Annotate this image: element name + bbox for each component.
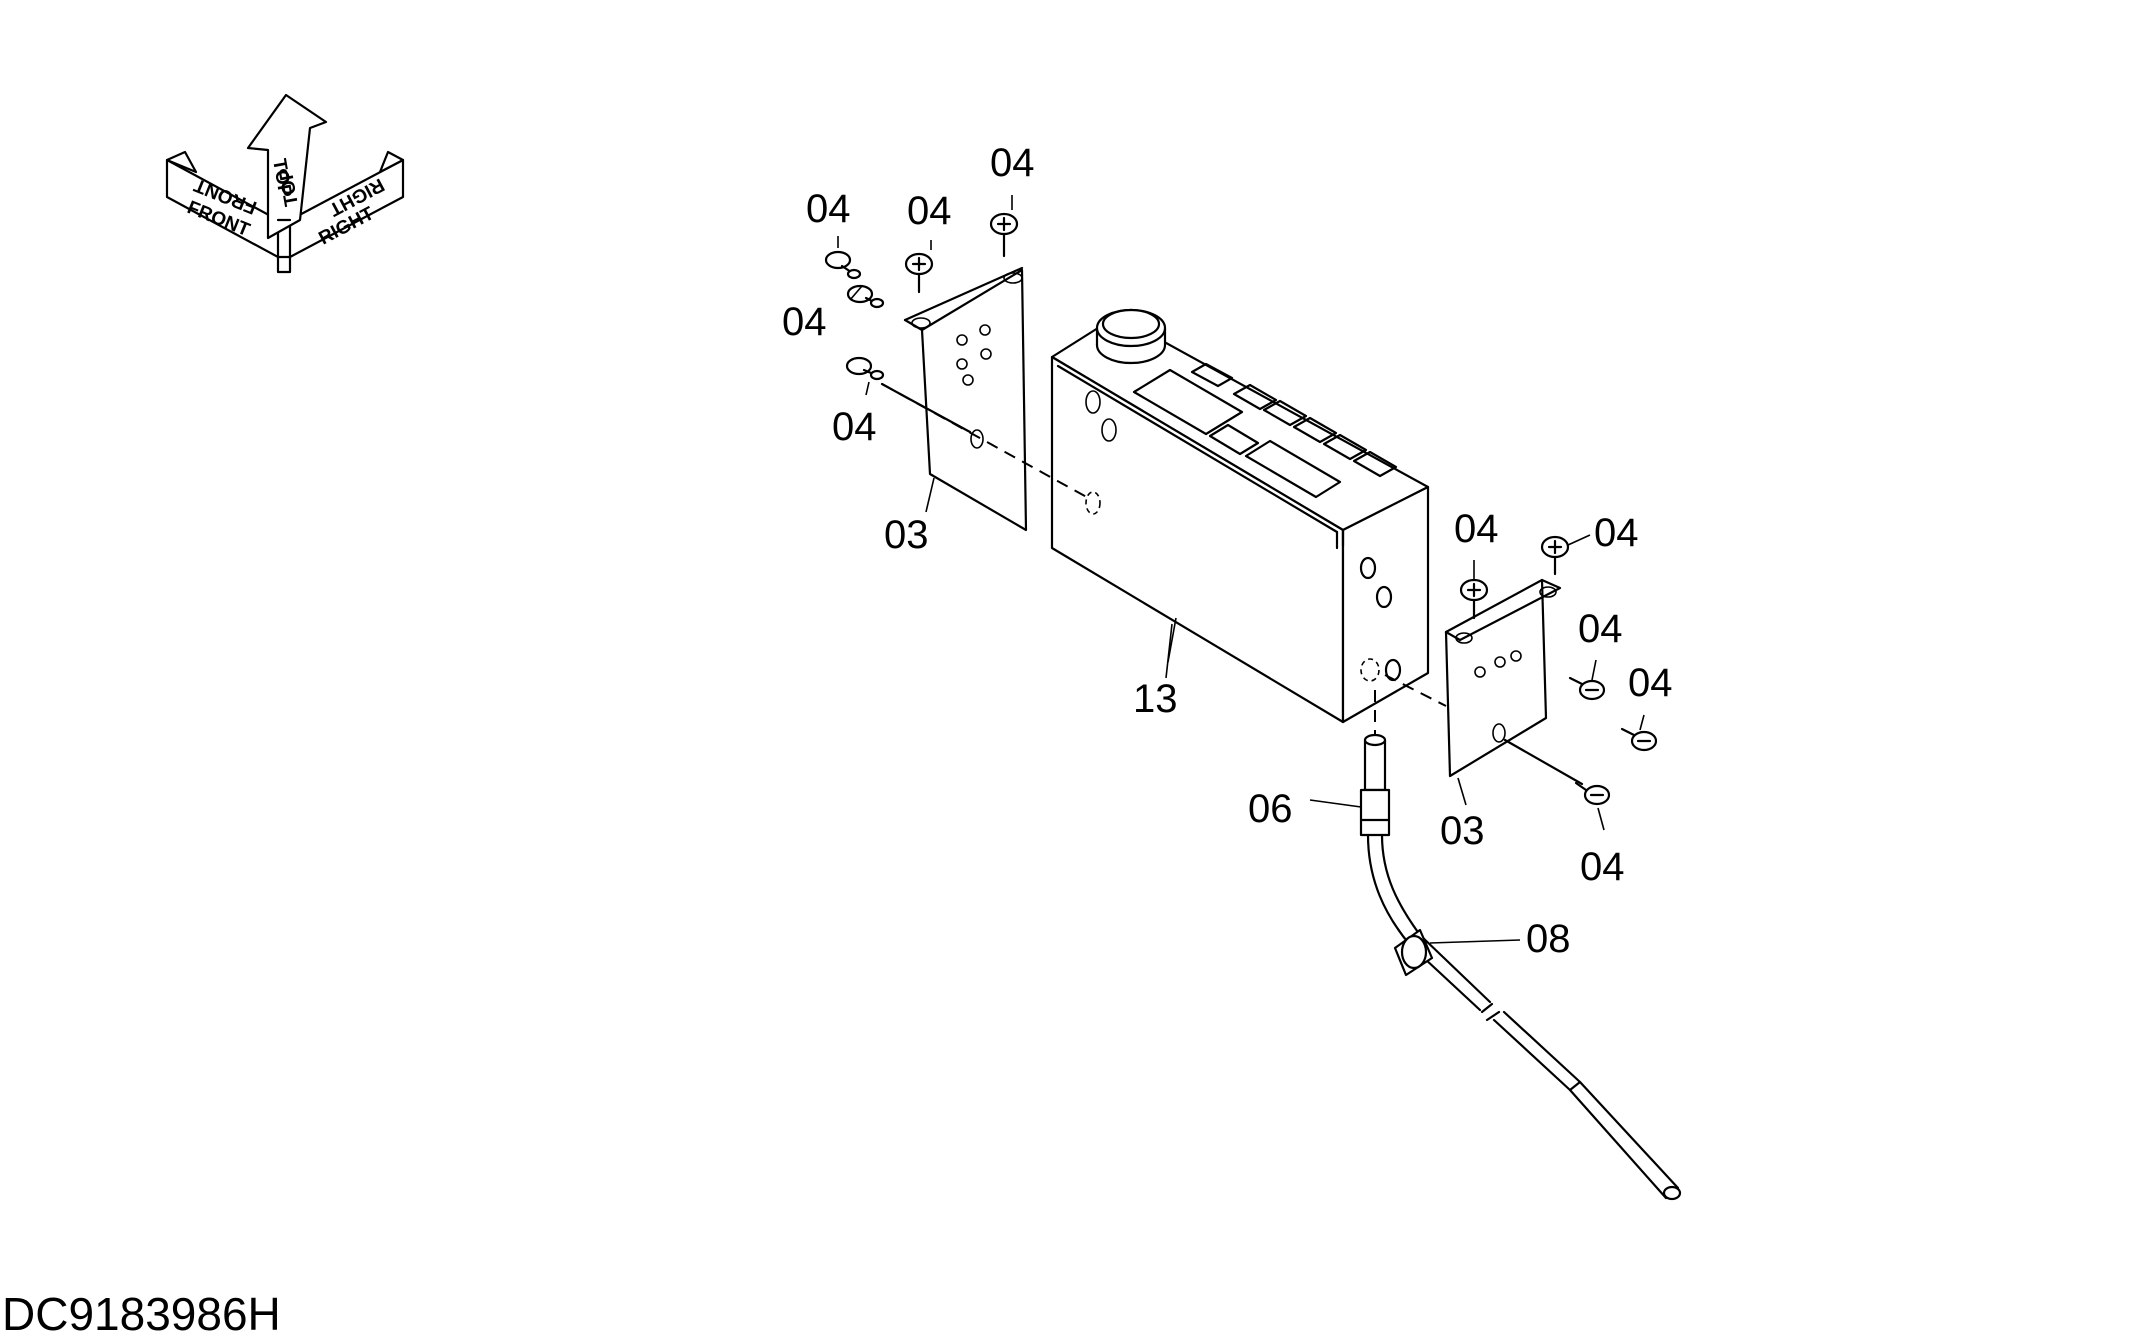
callout-sensor: 06 bbox=[1248, 787, 1293, 831]
callout-screw-l3: 04 bbox=[832, 405, 877, 449]
callout-clamp: 08 bbox=[1526, 917, 1571, 961]
sensor-and-cable bbox=[1359, 690, 1682, 1201]
drawing-code: DC9183986H bbox=[2, 1288, 281, 1335]
leader-lines bbox=[837, 195, 1645, 944]
callout-screw-r3: 04 bbox=[1578, 607, 1623, 651]
callout-screw-l5: 04 bbox=[990, 141, 1035, 185]
orientation-indicator: FRONT FRONT TOP TOP RIGHT RIGHT bbox=[165, 93, 405, 274]
screw-r4 bbox=[1620, 727, 1658, 752]
callout-screw-l4: 04 bbox=[907, 189, 952, 233]
callout-screw-r1: 04 bbox=[1454, 507, 1499, 551]
screw-l4 bbox=[904, 252, 934, 294]
callout-screw-r5: 04 bbox=[1580, 845, 1625, 889]
screw-l1 bbox=[824, 250, 862, 280]
callout-screw-r4: 04 bbox=[1628, 661, 1673, 705]
screw-r2 bbox=[1540, 535, 1570, 576]
screw-r3 bbox=[1568, 676, 1606, 701]
callout-labels: 03 03 04 04 04 04 04 04 04 04 04 04 06 0… bbox=[782, 141, 1673, 961]
left-bracket bbox=[903, 266, 1028, 532]
callout-bracket-right: 03 bbox=[1440, 809, 1485, 853]
controller-unit bbox=[1050, 308, 1430, 724]
screw-l5 bbox=[989, 212, 1019, 258]
assembly-lines bbox=[880, 382, 1584, 786]
screw-r5 bbox=[1574, 781, 1611, 806]
callout-screw-l1: 04 bbox=[806, 187, 851, 231]
right-bracket bbox=[1444, 578, 1562, 778]
callout-screw-l2: 04 bbox=[782, 300, 827, 344]
screw-l2 bbox=[846, 284, 885, 309]
callout-bracket-left: 03 bbox=[884, 513, 929, 557]
screw-r1 bbox=[1459, 578, 1489, 620]
controller-leader bbox=[1165, 623, 1173, 679]
screws bbox=[824, 212, 1658, 806]
callout-screw-r2: 04 bbox=[1594, 511, 1639, 555]
callout-controller: 13 bbox=[1133, 677, 1178, 721]
screw-l3 bbox=[845, 356, 885, 381]
